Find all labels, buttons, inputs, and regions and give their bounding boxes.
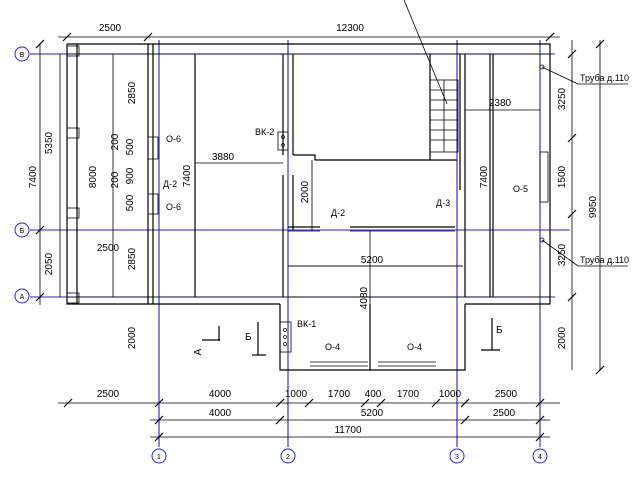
axis-bubble-b: Б bbox=[14, 222, 30, 238]
section-marker-a: А bbox=[193, 326, 220, 355]
dim-7400-left-bay: 7400 bbox=[182, 164, 193, 187]
dim-right-1500: 1500 bbox=[557, 165, 568, 188]
dim-b1-1700-left: 1700 bbox=[328, 389, 351, 400]
label-o4-left: О-4 bbox=[325, 342, 340, 352]
label-d2-left: Д-2 bbox=[163, 179, 177, 189]
dim-2000-left-lower: 2000 bbox=[127, 326, 138, 349]
dim-b1-1700-right: 1700 bbox=[397, 389, 420, 400]
label-vk2: ВК-2 bbox=[255, 127, 274, 137]
dim-b3-11700: 11700 bbox=[334, 425, 362, 436]
svg-text:3: 3 bbox=[455, 454, 459, 461]
dim-right-3250-bottom: 3250 bbox=[557, 243, 568, 266]
dim-b2-4000: 4000 bbox=[209, 408, 232, 419]
dim-200-b: 200 bbox=[110, 171, 121, 188]
axis-bubble-a: А bbox=[14, 288, 30, 304]
svg-text:А: А bbox=[193, 348, 204, 355]
dim-2850-top: 2850 bbox=[127, 81, 138, 104]
dim-top-12300: 12300 bbox=[336, 23, 364, 34]
axis-bubble-1: 1 bbox=[151, 448, 167, 464]
svg-text:Б: Б bbox=[496, 325, 503, 336]
label-d2-center: Д-2 bbox=[331, 208, 345, 218]
axis-bubble-4: 4 bbox=[532, 448, 548, 464]
label-o6-bottom: О-6 bbox=[166, 202, 181, 212]
axis-bubble-3: 3 bbox=[449, 448, 465, 464]
element-labels: О-6 О-6 Д-2 Д-2 Д-3 О-5 О-4 О-4 ВК-2 ВК-… bbox=[163, 73, 629, 352]
walls bbox=[66, 0, 628, 371]
dim-top-2500: 2500 bbox=[99, 23, 122, 34]
dim-5200-center: 5200 bbox=[361, 255, 384, 266]
dim-left-5350: 5350 bbox=[44, 131, 55, 154]
dim-4080: 4080 bbox=[359, 286, 370, 309]
dim-right-2000: 2000 bbox=[557, 326, 568, 349]
dim-500-b: 500 bbox=[125, 194, 136, 211]
dim-b1-2500: 2500 bbox=[97, 389, 120, 400]
dim-900: 900 bbox=[125, 167, 136, 184]
dim-200-a: 200 bbox=[110, 133, 121, 150]
dim-b1-1000-left: 1000 bbox=[285, 389, 308, 400]
svg-text:А: А bbox=[20, 294, 25, 301]
dim-b2-5200: 5200 bbox=[361, 408, 384, 419]
dim-b1-400: 400 bbox=[365, 389, 382, 400]
dim-2000-center: 2000 bbox=[300, 180, 311, 203]
label-o4-right: О-4 bbox=[407, 342, 422, 352]
dim-500-a: 500 bbox=[125, 138, 136, 155]
dim-right-9950: 9950 bbox=[588, 195, 599, 218]
dim-2380: 2380 bbox=[489, 98, 512, 109]
label-d3: Д-3 bbox=[436, 198, 450, 208]
dim-right-3250-top: 3250 bbox=[557, 87, 568, 110]
dim-7400-right-bay: 7400 bbox=[479, 165, 490, 188]
axis-bubble-2: 2 bbox=[280, 448, 296, 464]
dim-b1-2500-right: 2500 bbox=[495, 389, 518, 400]
dim-2500-inner: 2500 bbox=[97, 243, 120, 254]
dim-b2-2500: 2500 bbox=[493, 408, 516, 419]
label-o6-top: О-6 bbox=[166, 134, 181, 144]
stair bbox=[403, 0, 459, 153]
label-pipe-bottom: Труба д.110 bbox=[580, 255, 629, 265]
dim-left-8000: 8000 bbox=[88, 165, 99, 188]
svg-text:2: 2 bbox=[286, 454, 290, 461]
label-o5: О-5 bbox=[513, 184, 528, 194]
dim-left-7400: 7400 bbox=[28, 165, 39, 188]
dimension-lines bbox=[35, 32, 605, 442]
section-marker-b-left: Б bbox=[245, 322, 266, 356]
label-pipe-top: Труба д.110 bbox=[580, 73, 629, 83]
dim-3880: 3880 bbox=[212, 152, 235, 163]
dim-b1-4000: 4000 bbox=[209, 389, 232, 400]
axis-bubble-v: В bbox=[14, 46, 30, 62]
dimension-texts: 2500 12300 3250 1500 3250 9950 2000 7400… bbox=[28, 23, 599, 436]
dim-left-2050: 2050 bbox=[44, 252, 55, 275]
section-marker-b-right: Б bbox=[481, 318, 503, 351]
svg-text:В: В bbox=[20, 52, 25, 59]
label-vk1: ВК-1 bbox=[297, 319, 316, 329]
svg-text:4: 4 bbox=[538, 454, 542, 461]
svg-text:Б: Б bbox=[245, 332, 252, 343]
dim-b1-1000-right: 1000 bbox=[439, 389, 462, 400]
svg-text:Б: Б bbox=[20, 228, 25, 235]
svg-text:1: 1 bbox=[157, 454, 161, 461]
dim-2850-bottom: 2850 bbox=[127, 247, 138, 270]
